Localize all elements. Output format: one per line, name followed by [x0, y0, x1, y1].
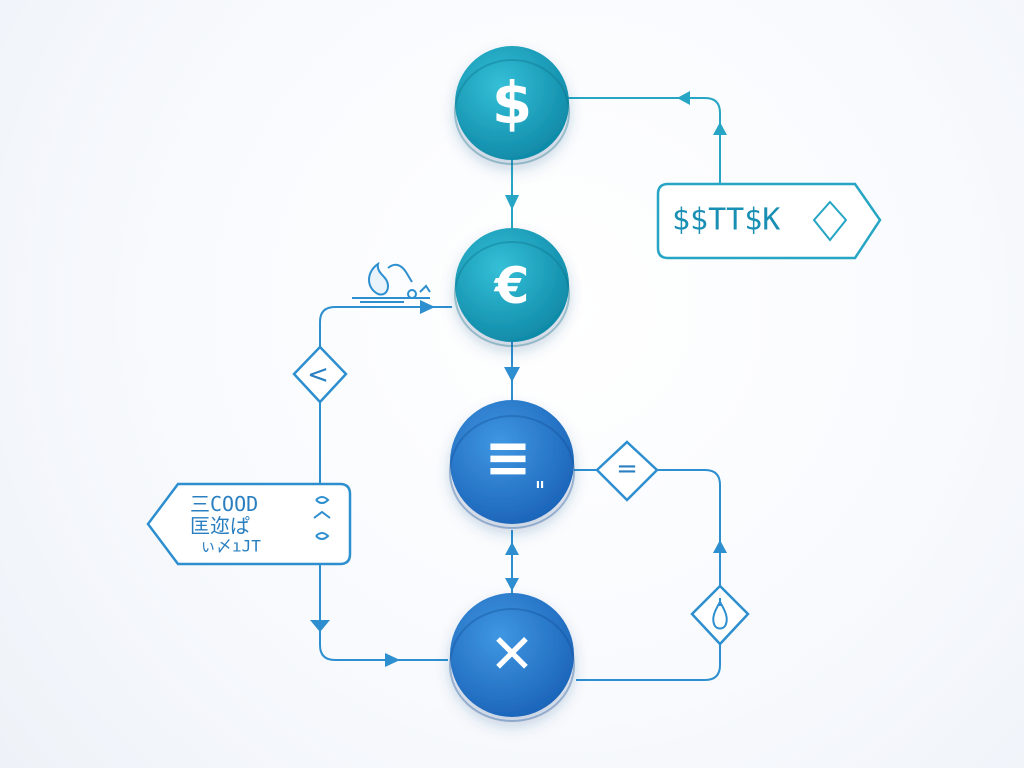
connector-right-loop [574, 469, 721, 681]
right-tag-label: $$TT$K [672, 203, 780, 238]
connectors [310, 91, 727, 681]
connector-dollar-right [568, 97, 721, 183]
ledger-icon: ≡ ıı [485, 426, 545, 492]
node-exchange[interactable] [449, 593, 575, 722]
euro-icon: € [494, 257, 530, 315]
scribble-icon [313, 496, 331, 540]
decision-right-top[interactable]: = [595, 440, 659, 502]
left-tag[interactable]: 三COOD 匡迩ぱ ぃ〆ıJT [146, 482, 352, 566]
left-tag-line1: 三COOD [190, 492, 258, 516]
decision-right-bottom[interactable] [690, 584, 750, 646]
flame-tool-icon [352, 261, 431, 303]
node-euro[interactable] [454, 228, 570, 347]
chevron-left-icon: < [307, 360, 329, 390]
cross-icon: ✕ [489, 623, 534, 686]
svg-text:ıı: ıı [536, 477, 544, 491]
decision-left[interactable]: < [292, 345, 348, 404]
node-dollar[interactable] [454, 46, 570, 165]
equals-icon: = [616, 454, 638, 484]
dollar-icon: $ [492, 69, 532, 137]
svg-text:≡: ≡ [485, 426, 532, 491]
node-ledger[interactable] [449, 400, 575, 529]
left-tag-line2: 匡迩ぱ [190, 514, 250, 538]
left-tag-line3: ぃ〆ıJT [200, 537, 261, 556]
right-tag[interactable]: $$TT$K [656, 182, 882, 260]
diamond-icon [812, 200, 848, 242]
drop-icon [712, 600, 728, 630]
